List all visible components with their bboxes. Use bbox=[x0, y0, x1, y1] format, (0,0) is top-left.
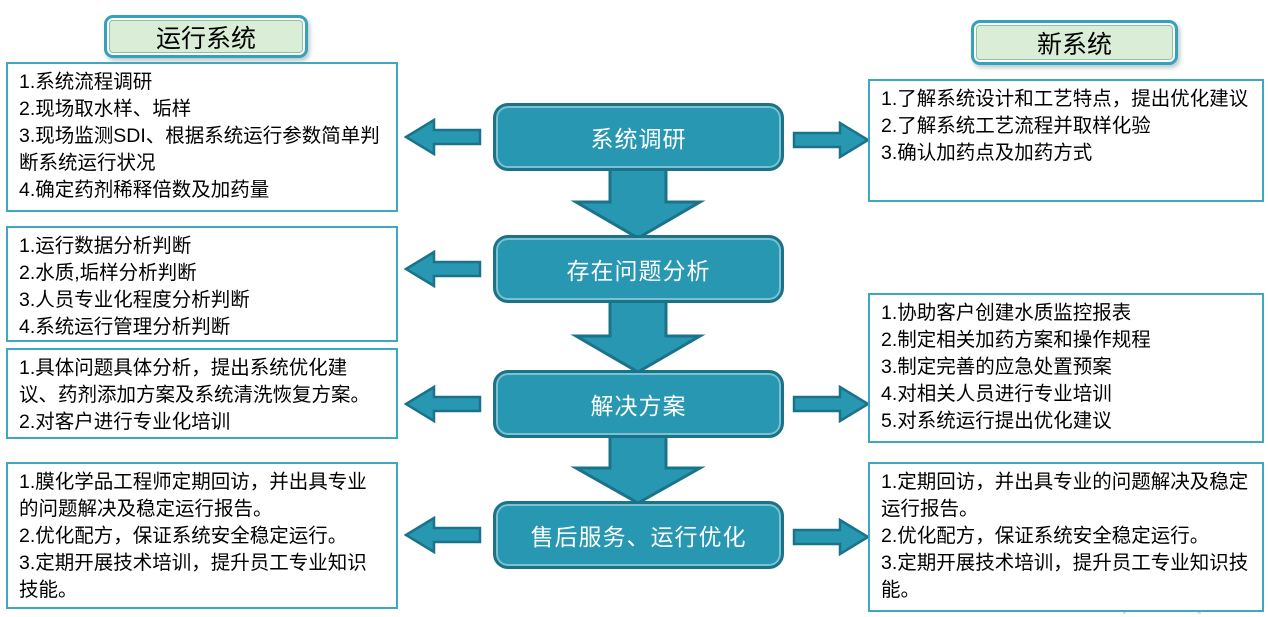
right-arrow-icon bbox=[792, 517, 870, 557]
left-arrow-icon bbox=[404, 249, 482, 289]
left-arrow-icon bbox=[404, 117, 482, 157]
right-arrow-icon bbox=[792, 120, 870, 160]
left-box-problem-analysis: 1.运行数据分析判断 2.水质,垢样分析判断 3.人员专业化程度分析判断 4.系… bbox=[6, 226, 398, 342]
right-box-after-sales: 1.定期回访，并出具专业的问题解决及稳定运行报告。 2.优化配方，保证系统安全稳… bbox=[868, 462, 1264, 612]
right-box-system-survey: 1.了解系统设计和工艺特点，提出优化建议 2.了解系统工艺流程并取样化验 3.确… bbox=[868, 79, 1264, 202]
left-box-system-survey: 1.系统流程调研 2.现场取水样、垢样 3.现场监测SDI、根据系统运行参数简单… bbox=[6, 62, 398, 212]
node-system-survey: 系统调研 bbox=[493, 103, 784, 171]
right-box-solution: 1.协助客户创建水质监控报表 2.制定相关加药方案和操作规程 3.制定完善的应急… bbox=[868, 293, 1264, 443]
left-box-after-sales: 1.膜化学品工程师定期回访，并出具专业的问题解决及稳定运行报告。 2.优化配方，… bbox=[6, 462, 398, 609]
header-running-system: 运行系统 bbox=[104, 15, 308, 58]
node-solution: 解决方案 bbox=[493, 370, 784, 438]
down-arrow-icon bbox=[570, 433, 706, 505]
node-problem-analysis: 存在问题分析 bbox=[493, 235, 784, 303]
down-arrow-icon bbox=[570, 299, 706, 374]
node-after-sales: 售后服务、运行优化 bbox=[493, 501, 784, 569]
left-arrow-icon bbox=[404, 384, 482, 424]
down-arrow-icon bbox=[570, 166, 706, 240]
right-arrow-icon bbox=[792, 384, 870, 424]
left-box-solution: 1.具体问题具体分析，提出系统优化建议、药剂添加方案及系统清洗恢复方案。 2.对… bbox=[6, 348, 398, 439]
left-arrow-icon bbox=[404, 515, 482, 555]
header-new-system: 新系统 bbox=[971, 20, 1178, 65]
